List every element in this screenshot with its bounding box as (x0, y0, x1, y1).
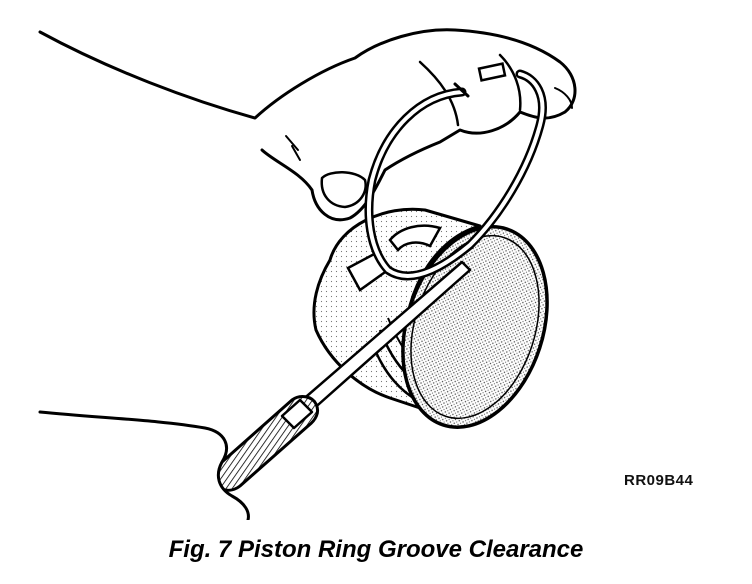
piston-ring-illustration (38, 28, 577, 520)
piston-ring (364, 62, 547, 281)
lower-hand (38, 410, 250, 520)
upper-hand (38, 28, 577, 222)
figure-code: RR09B44 (624, 472, 694, 489)
piston (312, 207, 549, 429)
feeler-gauge (212, 260, 472, 492)
figure-caption: Fig. 7 Piston Ring Groove Clearance (168, 536, 584, 563)
